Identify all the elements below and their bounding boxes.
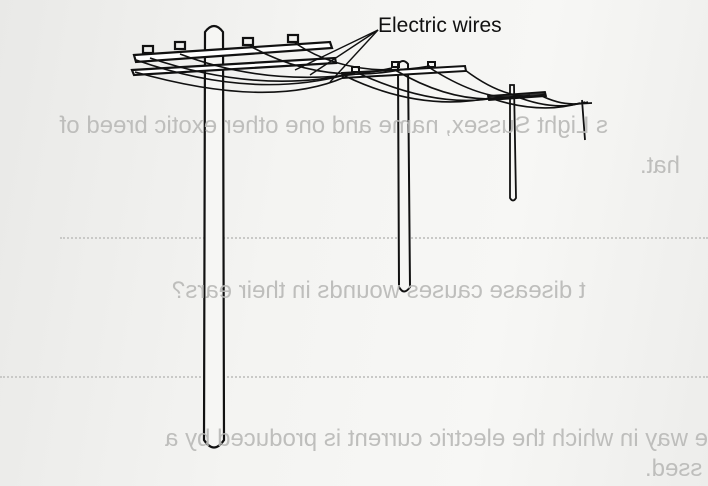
- show-through-line-1: s Light Sussex, name and one other exoti…: [59, 112, 608, 139]
- show-through-line-4: e way in which the electric current is p…: [165, 425, 708, 452]
- label-pointer-lines: [294, 29, 379, 83]
- show-through-line-2: hat.: [640, 152, 681, 179]
- show-through-line-5: ssed.: [645, 455, 703, 482]
- answer-line-1: [60, 237, 708, 239]
- electric-wires: [134, 42, 589, 109]
- answer-line-2: [0, 376, 708, 378]
- pole-medium: [340, 60, 468, 293]
- show-through-line-3: t disease causes wounds in their ears?: [172, 277, 586, 304]
- electric-wires-label: Electric wires: [378, 14, 502, 37]
